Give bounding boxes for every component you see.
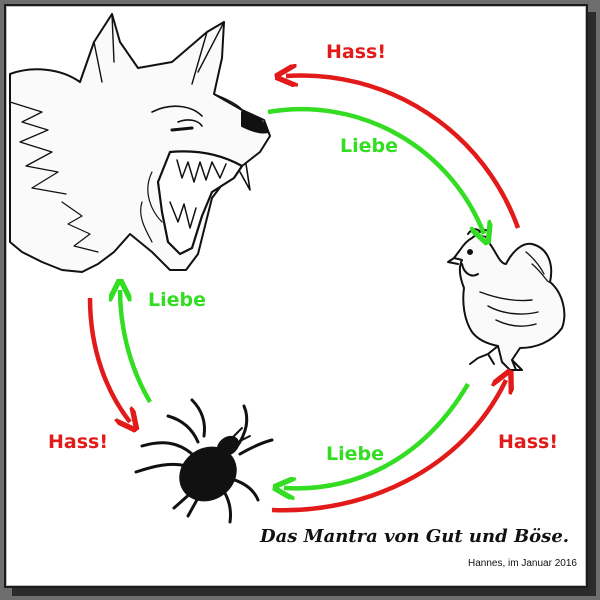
arrow-liebe-wolf-to-chicken [267,106,484,234]
arrow-hass-chicken-to-wolf [286,75,521,229]
label-liebe-top: Liebe [340,135,398,157]
label-hass-left: Hass! [48,431,108,453]
label-liebe-left: Liebe [148,289,206,311]
arrow-liebe-chicken-to-tick [284,382,470,488]
cycle-diagram: Hass! Liebe Liebe Hass! Liebe Hass! Das … [9,13,577,569]
arrow-hass-tick-to-chicken [271,380,506,513]
chicken-icon [447,228,566,371]
poster-frame: Hass! Liebe Liebe Hass! Liebe Hass! Das … [4,4,588,588]
tick-icon [134,398,274,524]
poster-title: Das Mantra von Gut und Böse. [259,526,569,547]
label-hass-right: Hass! [498,431,558,453]
label-hass-top: Hass! [326,41,386,63]
poster-credit: Hannes, im Januar 2016 [468,558,577,569]
label-liebe-bottom: Liebe [326,443,384,465]
wolf-head-icon [9,13,271,273]
arrow-hass-wolf-to-tick [87,297,130,422]
arrow-liebe-tick-to-wolf [120,290,152,404]
